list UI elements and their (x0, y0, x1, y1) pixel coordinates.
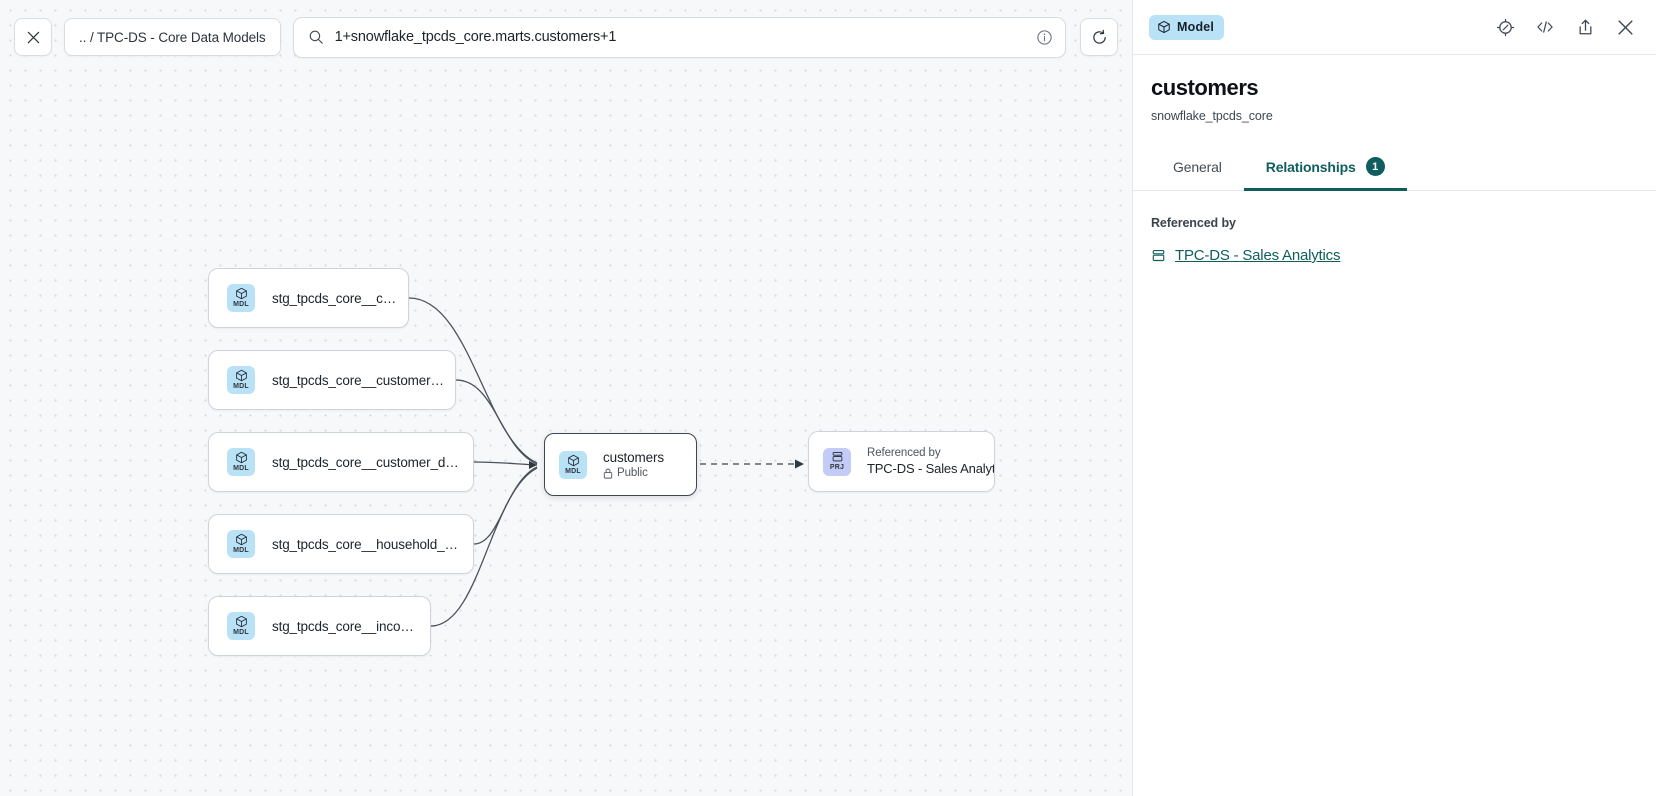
model-badge: MDL (227, 366, 255, 394)
explore-icon[interactable] (1490, 12, 1520, 42)
details-panel: Model (1132, 0, 1656, 796)
badge-type-label: MDL (233, 465, 249, 472)
canvas-toolbar: .. / TPC-DS - Core Data Models (0, 0, 1132, 74)
lock-icon (603, 468, 613, 479)
model-chip-label: Model (1177, 20, 1215, 34)
tab-label: General (1173, 158, 1222, 175)
panel-tabs: General Relationships 1 (1133, 149, 1656, 191)
lineage-node-customers[interactable]: MDL customers Public (544, 433, 697, 496)
close-icon (27, 31, 39, 43)
badge-type-label: MDL (233, 301, 249, 308)
cube-icon (235, 451, 247, 464)
lineage-search[interactable] (292, 16, 1066, 58)
model-badge: MDL (559, 450, 587, 479)
project-icon (832, 452, 842, 462)
share-icon[interactable] (1570, 12, 1600, 42)
info-icon[interactable] (1036, 29, 1053, 46)
node-access: Public (603, 467, 664, 479)
node-title: customers (603, 450, 664, 465)
model-badge: MDL (227, 612, 255, 640)
node-label: stg_tpcds_core__customer_address (272, 372, 455, 388)
reload-button[interactable] (1080, 18, 1118, 56)
node-label: stg_tpcds_core__household_demogr… (272, 536, 473, 552)
relationships-content: Referenced by TPC-DS - Sales Analytics (1133, 191, 1656, 264)
node-label: stg_tpcds_core__customer_demogra… (272, 454, 473, 470)
lineage-node-tpcds-sales-analytics[interactable]: PRJ Referenced by TPC-DS - Sales Analyti… (808, 431, 995, 492)
cube-icon (567, 454, 579, 466)
node-text-block: customers Public (603, 450, 674, 479)
badge-type-label: PRJ (829, 464, 845, 471)
close-graph-button[interactable] (14, 18, 52, 56)
referenced-by-item[interactable]: TPC-DS - Sales Analytics (1151, 247, 1638, 264)
model-badge: MDL (227, 284, 255, 312)
reload-icon (1092, 29, 1106, 44)
cube-icon (235, 533, 247, 546)
node-label: stg_tpcds_core__customer (272, 290, 408, 306)
lineage-node-stg-customer[interactable]: MDL stg_tpcds_core__customer (208, 268, 409, 328)
tab-label: Relationships (1265, 158, 1356, 175)
details-panel-header: Model (1133, 0, 1656, 55)
lineage-node-stg-customer-address[interactable]: MDL stg_tpcds_core__customer_address (208, 350, 456, 410)
node-title: TPC-DS - Sales Analytics (867, 461, 994, 476)
cube-icon (1158, 20, 1170, 34)
model-badge: MDL (227, 448, 255, 476)
referenced-by-label: Referenced by (1151, 216, 1236, 230)
breadcrumb[interactable]: .. / TPC-DS - Core Data Models (64, 18, 281, 56)
badge-type-label: MDL (233, 629, 249, 636)
node-text-block: Referenced by TPC-DS - Sales Analytics (867, 447, 994, 476)
cube-icon (235, 287, 247, 300)
breadcrumb-label: .. / TPC-DS - Core Data Models (79, 29, 266, 45)
lineage-node-stg-customer-demographics[interactable]: MDL stg_tpcds_core__customer_demogra… (208, 432, 474, 492)
search-input[interactable] (334, 29, 1025, 45)
lineage-edges (408, 297, 804, 627)
lineage-node-stg-income-band[interactable]: MDL stg_tpcds_core__income_band (208, 596, 431, 656)
lineage-node-stg-household-demographics[interactable]: MDL stg_tpcds_core__household_demogr… (208, 514, 474, 574)
node-access-label: Public (617, 467, 648, 479)
model-badge: MDL (227, 530, 255, 558)
badge-type-label: MDL (565, 467, 581, 475)
panel-title-block: customers snowflake_tpcds_core (1133, 55, 1656, 123)
close-panel-icon[interactable] (1610, 12, 1640, 42)
tab-general[interactable]: General (1151, 149, 1244, 191)
page-subtitle: snowflake_tpcds_core (1151, 109, 1273, 123)
model-type-chip: Model (1149, 14, 1225, 40)
page-title: customers (1151, 75, 1259, 100)
search-icon (309, 30, 323, 44)
tab-relationships[interactable]: Relationships 1 (1243, 149, 1407, 191)
badge-type-label: MDL (233, 547, 249, 554)
node-label: stg_tpcds_core__income_band (272, 618, 430, 634)
referenced-by-link[interactable]: TPC-DS - Sales Analytics (1175, 247, 1341, 264)
lineage-canvas[interactable]: .. / TPC-DS - Core Data Models (0, 0, 1132, 796)
code-icon[interactable] (1530, 12, 1560, 42)
cube-icon (235, 369, 247, 382)
node-caption: Referenced by (867, 447, 941, 459)
cube-icon (235, 615, 247, 628)
project-icon (1151, 249, 1166, 263)
badge-type-label: MDL (233, 383, 249, 390)
project-badge: PRJ (823, 447, 851, 476)
tab-badge-count: 1 (1365, 157, 1385, 176)
